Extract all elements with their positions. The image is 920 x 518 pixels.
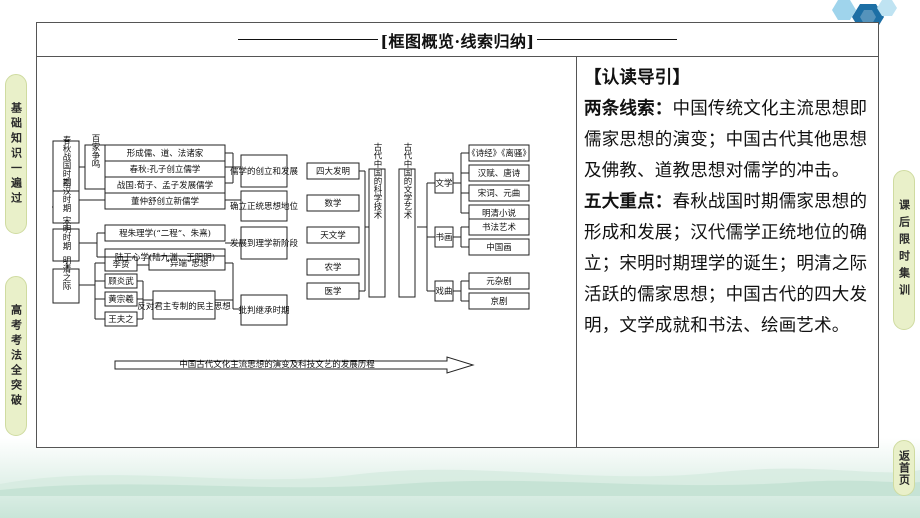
school-item: 形成儒、道、法诸家 <box>127 148 204 159</box>
thinker-name: 顾炎武 <box>108 276 134 287</box>
two-lines-paragraph: 两条线索：中国传统文化主流思想即儒家思想的演变；中国古代其他思想及佛教、道教思想… <box>584 94 872 187</box>
opera-item: 京剧 <box>490 296 507 307</box>
tab-exam-methods[interactable]: 高考考法全突破 <box>5 276 27 436</box>
thinker-name: 王夫之 <box>108 314 134 325</box>
back-home-button[interactable]: 返首页 <box>893 440 915 496</box>
thinker-name: 黄宗羲 <box>108 294 134 305</box>
song-ming-item: 程朱理学(“二程”、朱熹) <box>119 228 211 239</box>
header-rule-right <box>536 39 677 40</box>
heresy-thought: “异端”思想 <box>166 258 209 269</box>
art-title: 古代中国的文学艺术 <box>402 142 412 220</box>
painting-item: 书法艺术 <box>482 222 517 233</box>
science-item: 医学 <box>324 286 342 297</box>
arrow-caption: 中国古代文化主流思想的演变及科技文艺的发展历程 <box>179 359 375 370</box>
art-category: 文学 <box>435 178 453 189</box>
stage-item: 批判继承时期 <box>238 305 289 316</box>
baijia-zhengming: 百家争鸣 <box>90 134 100 169</box>
period-western-han: 西汉时期 <box>61 178 71 213</box>
art-category: 书画 <box>435 232 452 243</box>
tab-label: 返首页 <box>897 450 911 486</box>
concept-diagram: 春秋战国时期 西汉时期 宋明时期 明清之际 百家争鸣 形成儒、道、法诸家 春秋:… <box>37 57 577 447</box>
period-spring-autumn: 春秋战国时期 <box>61 135 71 188</box>
literature-item: 明清小说 <box>482 208 517 219</box>
stage-item: 儒学的创立和发展 <box>230 166 299 177</box>
science-title: 古代中国的科学技术 <box>372 142 382 220</box>
stage-item: 发展到理学新阶段 <box>230 238 299 249</box>
tab-after-class-practice[interactable]: 课后限时集训 <box>893 170 915 330</box>
tab-label: 基础知识一遍过 <box>9 101 23 207</box>
five-focus-label: 五大重点： <box>584 192 673 212</box>
reading-guide: 【认读导引】 两条线索：中国传统文化主流思想即儒家思想的演变；中国古代其他思想及… <box>578 57 878 447</box>
two-lines-text: 中国传统文化主流思想即儒家思想的演变；中国古代其他思想及佛教、道教思想对儒学的冲… <box>584 99 868 181</box>
painting-item: 中国画 <box>486 242 512 253</box>
five-focus-paragraph: 五大重点：春秋战国时期儒家思想的形成和发展；汉代儒学正统地位的确立；宋明时期理学… <box>584 187 872 342</box>
thinker-name: 李贽 <box>112 259 130 270</box>
science-item: 数学 <box>324 198 342 209</box>
art-category: 戏曲 <box>435 286 452 297</box>
period-ming-qing: 明清之际 <box>61 256 71 291</box>
science-item: 四大发明 <box>316 166 350 177</box>
science-item: 农学 <box>324 262 342 273</box>
diagram-svg: 春秋战国时期 西汉时期 宋明时期 明清之际 百家争鸣 形成儒、道、法诸家 春秋:… <box>52 134 531 374</box>
literature-item: 宋词、元曲 <box>478 188 521 199</box>
school-item: 战国:荀子、孟子发展儒学 <box>117 180 214 191</box>
bottom-wave-decoration <box>0 468 920 496</box>
five-focus-text: 春秋战国时期儒家思想的形成和发展；汉代儒学正统地位的确立；宋明时期理学的诞生；明… <box>584 192 868 336</box>
anti-autocracy-thought: 反对君主专制的民主思想 <box>137 301 231 312</box>
period-song-ming: 宋明时期 <box>61 215 71 251</box>
opera-item: 元杂剧 <box>486 277 512 287</box>
tab-label: 课后限时集训 <box>897 199 911 301</box>
tab-label: 高考考法全突破 <box>9 303 23 409</box>
header-rule-left <box>238 39 379 40</box>
literature-item: 汉赋、唐诗 <box>478 168 521 179</box>
stage-item: 确立正统思想地位 <box>230 201 299 212</box>
song-ming-item: 陆王心学(陆九渊、王阳明) <box>115 252 215 263</box>
page-title: [框图概览·线索归纳] <box>380 31 535 51</box>
content-frame: [框图概览·线索归纳] <box>36 22 879 448</box>
frame-header: [框图概览·线索归纳] <box>37 23 878 57</box>
tab-basic-knowledge[interactable]: 基础知识一遍过 <box>5 74 27 234</box>
dong-zhongshu: 董仲舒创立新儒学 <box>131 196 200 207</box>
science-item: 天文学 <box>320 230 346 241</box>
literature-item: 《诗经》《离骚》 <box>467 148 531 159</box>
two-lines-label: 两条线索： <box>584 99 673 119</box>
guide-title: 【认读导引】 <box>584 68 691 88</box>
school-item: 春秋:孔子创立儒学 <box>130 164 201 175</box>
